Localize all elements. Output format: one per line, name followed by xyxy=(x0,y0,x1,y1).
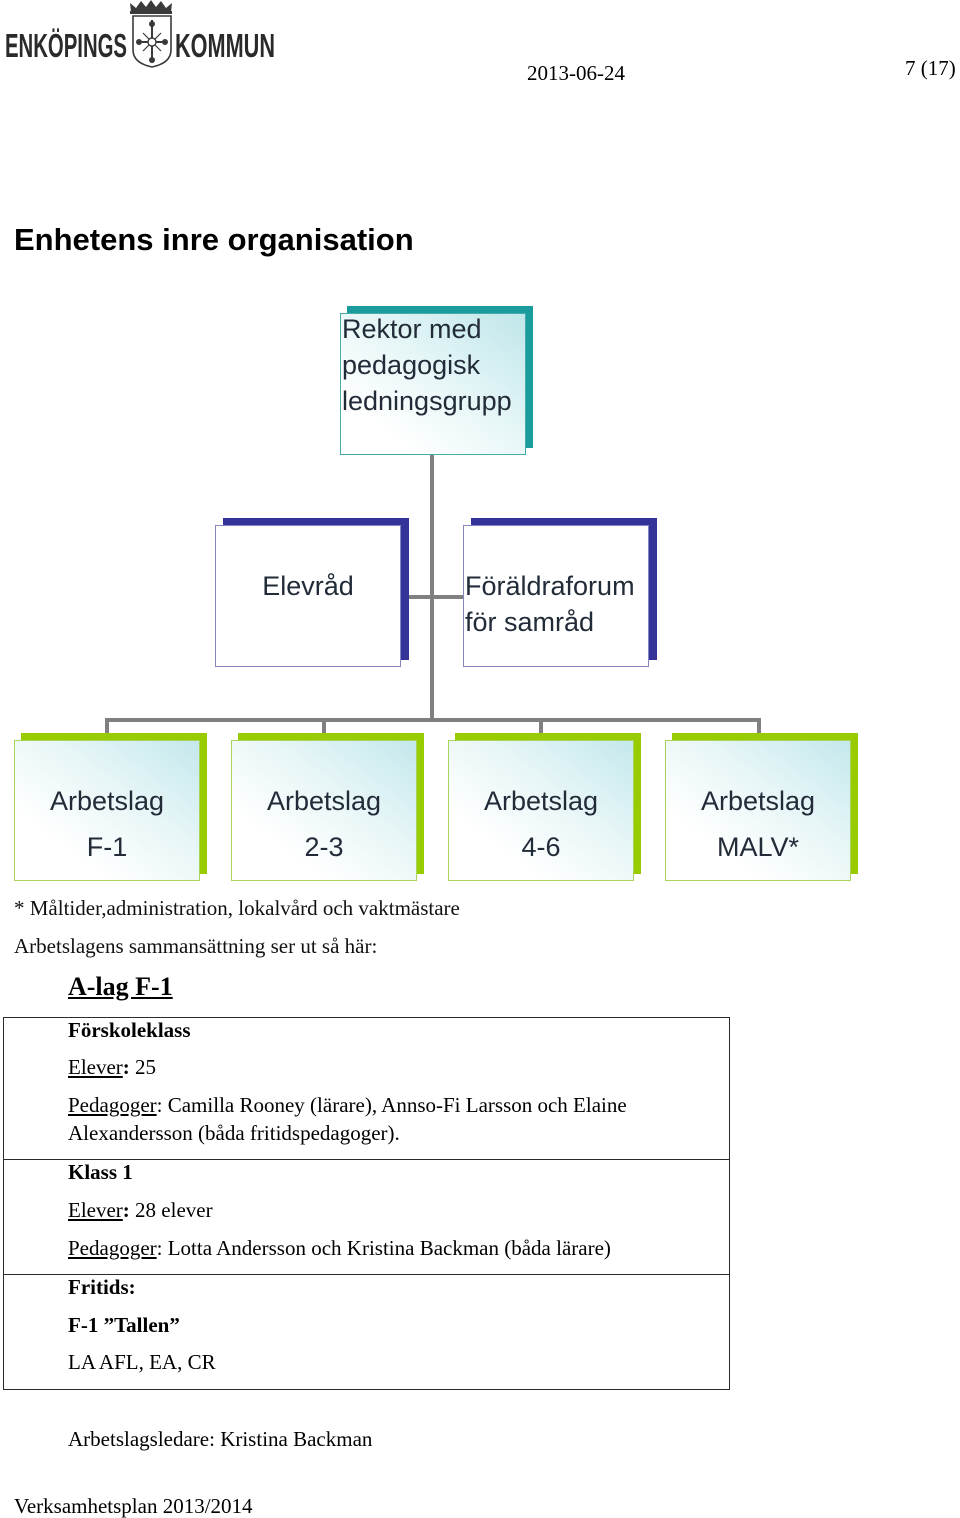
org-box-team: Arbetslag 2-3 xyxy=(231,740,417,881)
table-row: Förskoleklass Elever: 25 Pedagoger: Cami… xyxy=(4,1018,729,1159)
staff-line: Pedagoger: Lotta Andersson och Kristina … xyxy=(68,1236,611,1260)
connector-line xyxy=(757,720,761,740)
org-box-label: Rektor med pedagogisk ledningsgrupp xyxy=(342,314,512,416)
staff-label: Pedagoger xyxy=(68,1093,157,1117)
intro-text: Arbetslagens sammansättning ser ut så hä… xyxy=(14,934,378,958)
coat-of-arms-icon xyxy=(132,15,172,68)
org-box-leadership: Rektor med pedagogisk ledningsgrupp xyxy=(340,313,526,455)
connector-line xyxy=(105,720,109,740)
team-leader: Arbetslagsledare: Kristina Backman xyxy=(68,1427,373,1451)
group-name: Förskoleklass xyxy=(68,1018,191,1042)
connector-line xyxy=(105,718,761,722)
pupils-line: Elever: 28 elever xyxy=(68,1198,213,1222)
separator: : xyxy=(122,1198,136,1222)
staff-value: Camilla Rooney (lärare), Annso-Fi Larsso… xyxy=(68,1093,627,1145)
org-box-team: Arbetslag 4-6 xyxy=(448,740,634,881)
connector-line xyxy=(401,595,463,599)
team-code: 2-3 xyxy=(304,832,344,862)
team-code: F-1 xyxy=(86,832,128,862)
pupils-line: Elever: 25 xyxy=(68,1055,156,1079)
team-label: Arbetslag xyxy=(483,786,599,816)
pupils-value: 25 xyxy=(135,1055,157,1079)
group-name: Fritids: xyxy=(68,1275,136,1299)
org-box-team: Arbetslag MALV* xyxy=(665,740,851,881)
team-code: 4-6 xyxy=(521,832,561,862)
table-row: Klass 1 Elever: 28 elever Pedagoger: Lot… xyxy=(4,1159,729,1275)
footnote: * Måltider,administration, lokalvård och… xyxy=(14,896,460,920)
org-box-team: Arbetslag F-1 xyxy=(14,740,200,881)
logo-text-left: ENKÖPINGS xyxy=(5,27,127,64)
separator: : xyxy=(156,1236,168,1260)
org-box-student-council: Elevråd xyxy=(215,525,401,667)
pupils-value: 28 elever xyxy=(135,1198,213,1222)
section-title: Enhetens inre organisation xyxy=(14,222,414,257)
team-code: MALV* xyxy=(716,832,800,862)
group-name: Klass 1 xyxy=(68,1160,133,1184)
table-row: Fritids: F-1 ”Tallen” LA AFL, EA, CR xyxy=(4,1274,729,1390)
team-label: Arbetslag xyxy=(266,786,382,816)
page-number: 7 (17) xyxy=(905,56,956,80)
municipality-logo: ENKÖPINGS KOMMUN xyxy=(5,0,275,68)
unit-name: F-1 ”Tallen” xyxy=(68,1313,180,1337)
logo-text-right: KOMMUN xyxy=(175,27,275,64)
crown-icon xyxy=(130,0,172,14)
separator: : xyxy=(156,1093,168,1117)
connector-line xyxy=(322,720,326,740)
staff-value: Lotta Andersson och Kristina Backman (bå… xyxy=(167,1236,611,1260)
page-footer: Verksamhetsplan 2013/2014 xyxy=(14,1494,253,1518)
connector-line xyxy=(539,720,543,740)
separator: : xyxy=(122,1055,136,1079)
pupils-label: Elever xyxy=(68,1055,123,1079)
org-box-parent-forum: Föräldraforum för samråd xyxy=(463,525,649,667)
connector-line xyxy=(430,455,434,720)
org-box-label: Föräldraforum för samråd xyxy=(465,571,635,637)
staff-initials: LA AFL, EA, CR xyxy=(68,1350,216,1374)
team-label: Arbetslag xyxy=(700,786,816,816)
team-label: Arbetslag xyxy=(49,786,165,816)
staff-label: Pedagoger xyxy=(68,1236,157,1260)
document-date: 2013-06-24 xyxy=(527,61,625,85)
staff-line: Pedagoger: Camilla Rooney (lärare), Anns… xyxy=(68,1091,708,1147)
groups-table: Förskoleklass Elever: 25 Pedagoger: Cami… xyxy=(3,1017,730,1390)
pupils-label: Elever xyxy=(68,1198,123,1222)
team-heading: A-lag F-1 xyxy=(68,972,173,1001)
org-box-label: Elevråd xyxy=(262,571,354,601)
